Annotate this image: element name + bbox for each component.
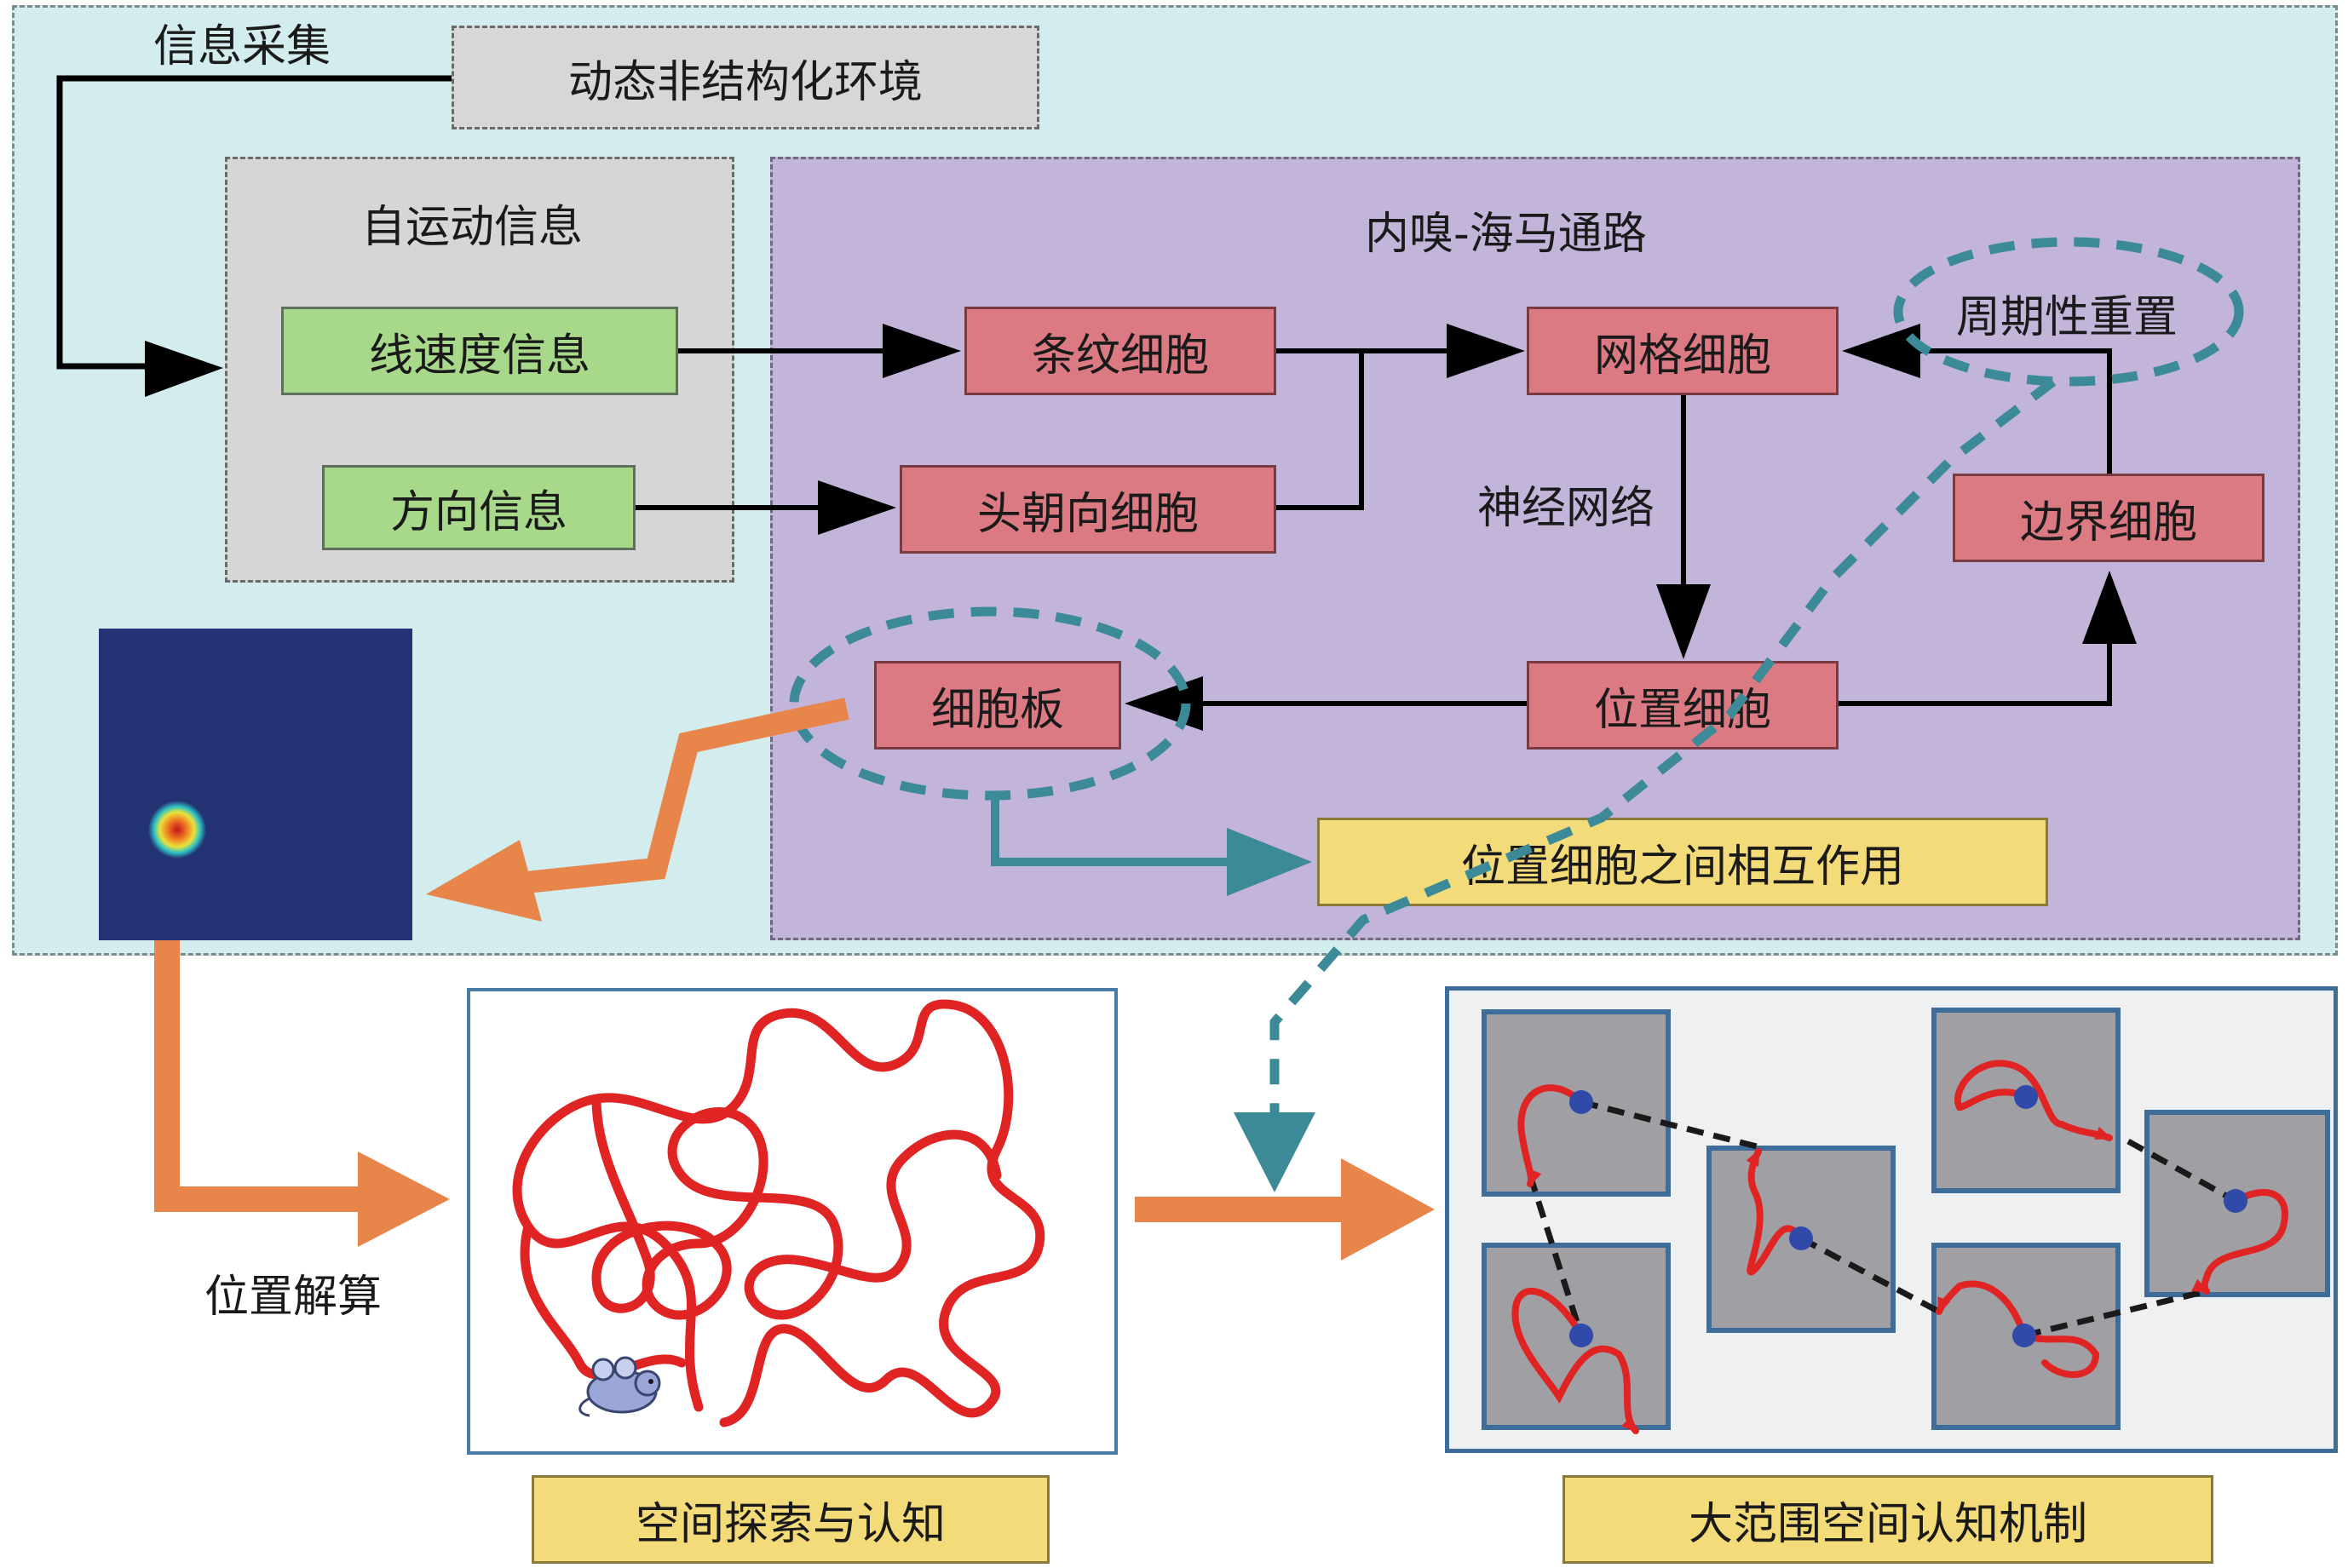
place-field-heatmap xyxy=(99,629,412,940)
submap-nodes xyxy=(1569,1085,2247,1347)
space-explore-box: 空间探索与认知 xyxy=(532,1475,1050,1564)
plate-to-heatmap-arrow xyxy=(426,698,849,922)
position-solve-label: 位置解算 xyxy=(204,1272,383,1323)
self-motion-label: 自运动信息 xyxy=(361,202,584,253)
stripe-cells-label: 条纹细胞 xyxy=(1031,330,1209,382)
periodic-reset-ellipse xyxy=(1893,237,2244,387)
dynamic-environment-label: 动态非结构化环境 xyxy=(567,56,923,108)
stripe-cells-box: 条纹细胞 xyxy=(964,307,1276,395)
info-collection-arrow xyxy=(56,75,452,397)
plate-to-interaction-arrow xyxy=(991,795,1244,866)
submap-trajectories xyxy=(1511,1060,2288,1434)
periodic-reset-label: 周期性重置 xyxy=(1956,292,2178,343)
cell-plate-label: 细胞板 xyxy=(930,684,1064,736)
space-explore-label: 空间探索与认知 xyxy=(635,1498,946,1550)
head-direction-cells-box: 头朝向细胞 xyxy=(900,465,1276,554)
submaps xyxy=(1482,1008,2330,1430)
boundary-cells-box: 边界细胞 xyxy=(1953,474,2265,562)
large-scale-label: 大范围空间认知机制 xyxy=(1688,1498,2087,1550)
boundary-to-grid-arrow xyxy=(1842,324,2112,474)
reset-arrowhead xyxy=(1234,1112,1315,1192)
direction-box: 方向信息 xyxy=(322,465,636,550)
place-interaction-label: 位置细胞之间相互作用 xyxy=(1460,841,1904,893)
dynamic-environment-box: 动态非结构化环境 xyxy=(452,26,1039,129)
place-cells-label: 位置细胞 xyxy=(1593,684,1771,736)
exploration-trajectory xyxy=(512,999,1045,1427)
boundary-cells-label: 边界细胞 xyxy=(2019,497,2197,549)
to-grid-arrow xyxy=(1276,324,1525,510)
submap-links xyxy=(1527,1099,2237,1339)
grid-cells-label: 网格细胞 xyxy=(1593,330,1771,382)
cell-plate-box: 细胞板 xyxy=(874,661,1121,750)
speed-to-stripe-arrow xyxy=(678,324,961,378)
cell-plate-ellipse xyxy=(789,606,1191,801)
large-scale-box: 大范围空间认知机制 xyxy=(1562,1475,2213,1564)
heatmap-to-explore-arrow xyxy=(154,940,450,1247)
place-to-boundary-arrow xyxy=(1839,571,2137,706)
explore-to-large-arrow xyxy=(1135,1158,1435,1261)
reset-to-panel-dashed xyxy=(1269,377,2057,1116)
ec-pathway-label: 内嗅-海马通路 xyxy=(1365,209,1647,260)
linear-speed-box: 线速度信息 xyxy=(281,307,678,395)
linear-speed-label: 线速度信息 xyxy=(368,330,590,382)
direction-label: 方向信息 xyxy=(389,486,567,538)
submap-3 xyxy=(1931,1008,2121,1193)
place-cells-box: 位置细胞 xyxy=(1527,661,1839,750)
grid-cells-box: 网格细胞 xyxy=(1527,307,1839,395)
grid-to-place-arrow xyxy=(1656,395,1711,659)
direction-to-hd-arrow xyxy=(636,480,896,535)
info-collection-label: 信息采集 xyxy=(153,21,331,72)
plate-to-interaction-head xyxy=(1227,828,1312,896)
head-direction-cells-label: 头朝向细胞 xyxy=(976,488,1199,540)
place-field-spot xyxy=(148,801,206,859)
neural-network-label: 神经网络 xyxy=(1477,483,1655,534)
mouse-icon xyxy=(578,1356,661,1417)
